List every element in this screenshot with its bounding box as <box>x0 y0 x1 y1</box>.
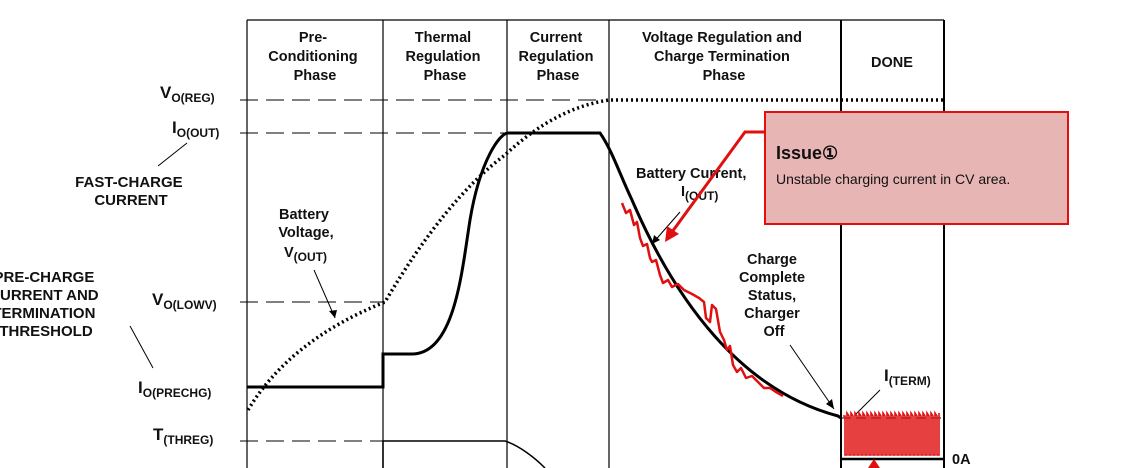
battery-voltage-variable: V(OUT) <box>284 245 327 264</box>
phase-header-preconditioning: Pre- Conditioning Phase <box>268 30 361 84</box>
issue-callout: Issue① Unstable charging current in CV a… <box>764 111 1069 225</box>
callout-text: Unstable charging current in CV area. <box>776 171 1011 187</box>
fast-charge-leader <box>157 142 188 167</box>
phase-header-voltage: Voltage Regulation and Charge Terminatio… <box>642 30 806 84</box>
phase-header-thermal: Thermal Regulation Phase <box>406 30 485 84</box>
pulse-train-path <box>843 410 940 456</box>
battery-voltage-leader <box>313 269 336 319</box>
battery-voltage-curve <box>246 98 944 411</box>
level-label-io-out: IO(OUT) <box>172 118 219 140</box>
battery-current-variable: I(OUT) <box>681 184 718 203</box>
termination-pulse-train <box>843 410 940 456</box>
charge-complete-annotation: Charge Complete Status, Charger Off <box>739 252 809 340</box>
level-label-vo-reg: VO(REG) <box>160 83 215 105</box>
callout-leader <box>670 130 770 233</box>
phase-header-current: Current Regulation Phase <box>519 30 598 84</box>
level-label-vo-lowv: VO(LOWV) <box>152 290 217 312</box>
precharge-label: PRE-CHARGE CURRENT AND TERMINATION THRES… <box>0 269 103 340</box>
battery-current-curve <box>247 131 842 420</box>
battery-current-annotation: Battery Current, <box>636 166 746 182</box>
battery-voltage-annotation: Battery Voltage, <box>278 207 333 241</box>
precharge-leader <box>129 325 154 369</box>
i-term-label: I(TERM) <box>884 366 931 388</box>
level-labels: VO(REG) IO(OUT) VO(LOWV) IO(PRECHG) T(TH… <box>138 83 219 447</box>
unstable-current-trace <box>620 202 784 398</box>
bottom-red-arrow <box>868 459 880 468</box>
callout-title: Issue① <box>776 143 839 163</box>
phase-headers: Pre- Conditioning Phase Thermal Regulati… <box>268 30 913 84</box>
i-term-leader <box>855 389 881 415</box>
callout-leader-arrowhead <box>665 226 679 242</box>
zero-amp-label: 0A <box>952 452 971 468</box>
phase-grid <box>246 19 945 468</box>
phase-header-done: DONE <box>871 55 913 71</box>
thermal-trace <box>382 440 546 468</box>
level-label-io-prechg: IO(PRECHG) <box>138 378 211 400</box>
fast-charge-label: FAST-CHARGE CURRENT <box>75 174 187 209</box>
level-label-t-threg: T(THREG) <box>153 425 213 447</box>
charge-complete-leader <box>789 344 835 410</box>
level-lines <box>240 99 600 442</box>
